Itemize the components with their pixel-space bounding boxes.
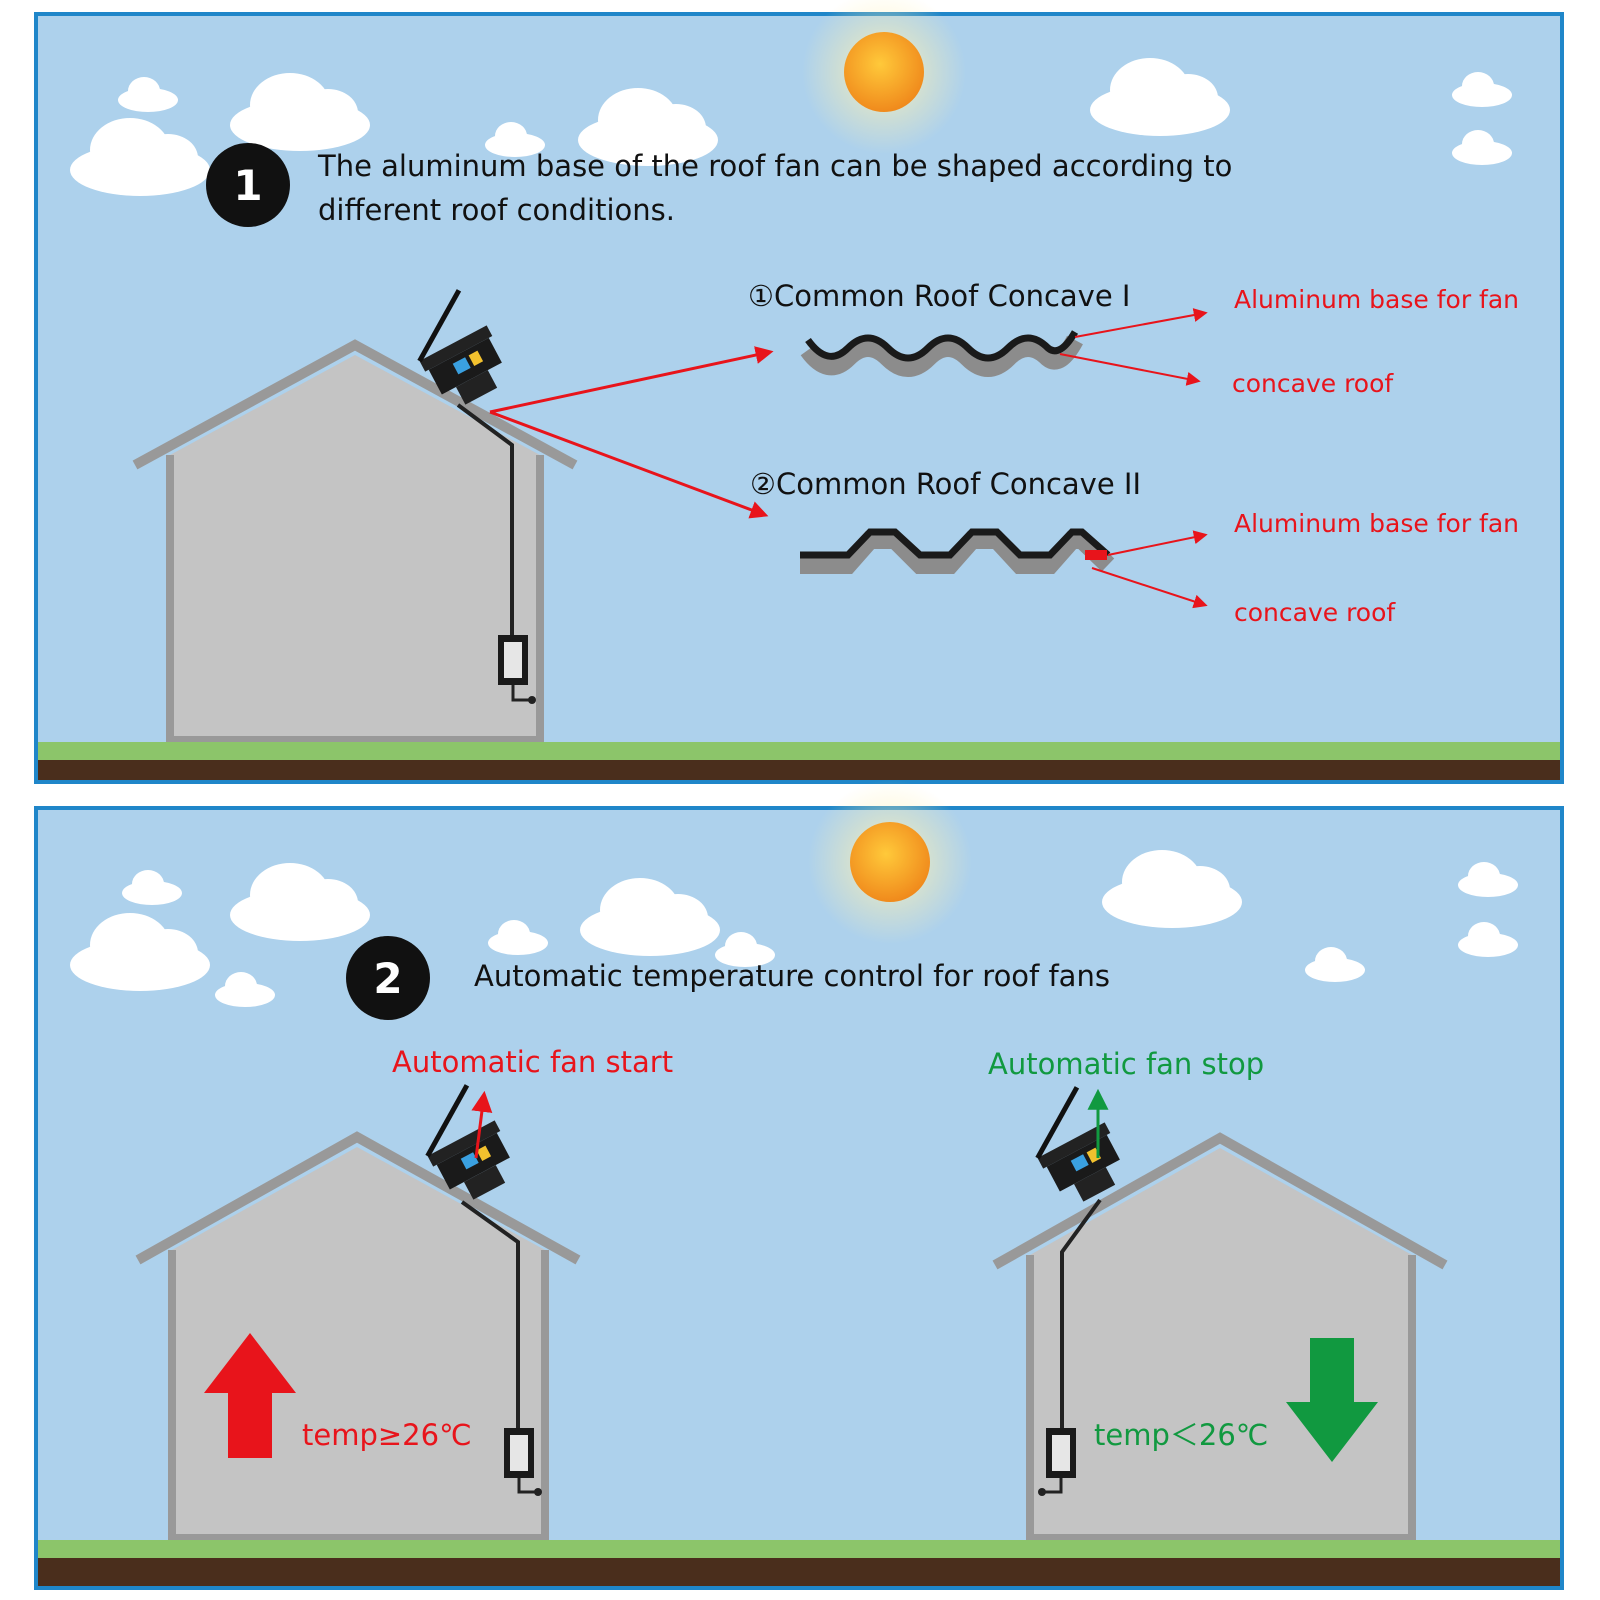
temp-low-label: temp＜26℃: [1094, 1418, 1268, 1452]
sun-icon: [808, 780, 972, 944]
roof-profile-trapezoid: [800, 528, 1115, 574]
step-badge-2: [346, 936, 430, 1020]
roof-1-callout-roof: concave roof: [1232, 369, 1394, 398]
panel-1-title-line2: different roof conditions.: [318, 193, 675, 227]
step-number-2: 2: [373, 954, 402, 1003]
panel-1-title-line1: The aluminum base of the roof fan can be…: [317, 149, 1232, 183]
roof-1-callout-base: Aluminum base for fan: [1234, 285, 1519, 314]
soil-strip-1: [38, 760, 1560, 780]
controller-box-icon: [1046, 1428, 1076, 1478]
roof-2-callout-base: Aluminum base for fan: [1234, 509, 1519, 538]
panel-1: 1 The aluminum base of the roof fan can …: [34, 0, 1564, 784]
roof-profile-wavy: [800, 330, 1083, 377]
house-2-left: temp≥26℃: [135, 1084, 581, 1542]
callout-arrow-2b: [1091, 567, 1208, 609]
panel-2: 2 Automatic temperature control for roof…: [34, 780, 1564, 1590]
fan-start-arrow: [471, 1090, 493, 1159]
callout-arrow-1b: [1059, 353, 1201, 386]
solar-fan-icon: [1035, 1086, 1120, 1202]
fan-start-label: Automatic fan start: [392, 1045, 673, 1079]
panel-2-title: Automatic temperature control for roof f…: [474, 959, 1110, 993]
callout-arrow-1a: [1074, 308, 1208, 338]
roof-2-label: ②Common Roof Concave II: [750, 467, 1141, 501]
solar-fan-icon: [425, 1084, 510, 1200]
roof-1-label: ①Common Roof Concave I: [748, 279, 1130, 313]
roof-2-callout-roof: concave roof: [1234, 598, 1396, 627]
fan-stop-label: Automatic fan stop: [988, 1047, 1264, 1081]
house-1: [132, 289, 578, 744]
arrow-to-roof-2: [489, 410, 769, 519]
arrow-down-icon: [1286, 1338, 1378, 1462]
step-badge-1: [206, 143, 290, 227]
controller-box-icon: [504, 1428, 534, 1478]
controller-box-icon: [498, 635, 528, 685]
sun-icon: [802, 0, 966, 154]
soil-strip-2: [38, 1558, 1560, 1586]
arrow-up-icon: [204, 1333, 296, 1458]
grass-strip-1: [38, 742, 1560, 760]
house-2-right: temp＜26℃: [992, 1086, 1448, 1542]
solar-fan-icon: [417, 289, 502, 405]
grass-strip-2: [38, 1540, 1560, 1558]
temp-high-label: temp≥26℃: [302, 1418, 472, 1452]
step-number-1: 1: [233, 161, 262, 210]
arrow-to-roof-1: [489, 346, 774, 414]
callout-arrow-2a: [1107, 530, 1208, 556]
